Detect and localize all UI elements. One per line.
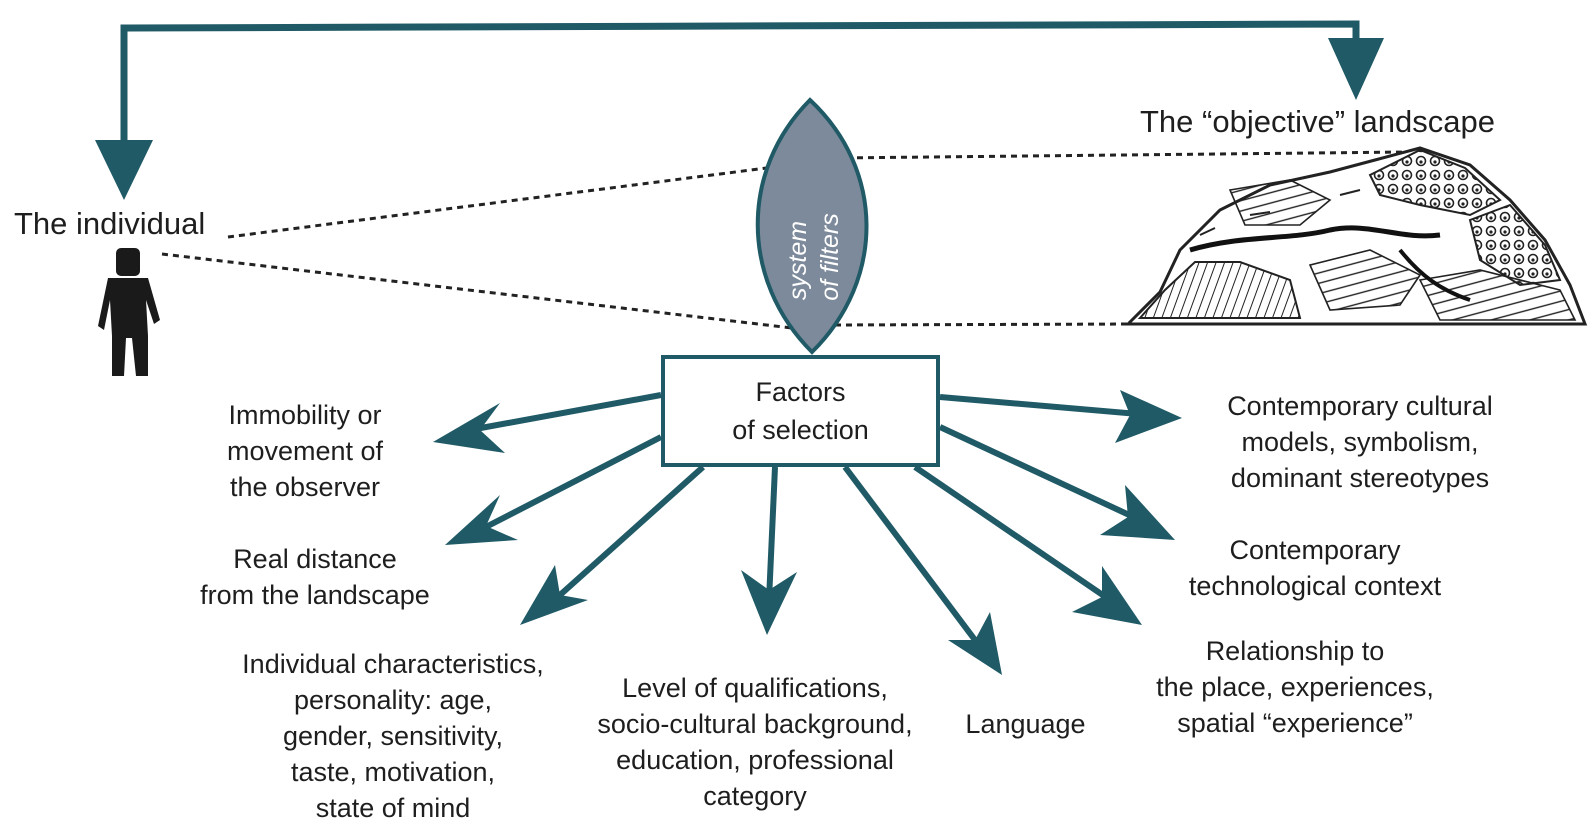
factor-individual-characteristics: Individual characteristics, personality:…: [242, 649, 544, 823]
feedback-connector: [95, 20, 1384, 200]
arrow-relationship-place: [913, 464, 1142, 625]
factor-real-distance: Real distance from the landscape: [200, 544, 430, 610]
factors-of-selection-label: Factors of selection: [732, 377, 869, 445]
sight-lines: [161, 150, 1409, 330]
arrow-real-distance: [445, 434, 663, 545]
arrow-immobility: [433, 392, 662, 453]
factor-immobility: Immobility or movement of the observer: [226, 400, 384, 502]
arrowhead-to-individual: [95, 140, 153, 200]
arrow-qualifications: [741, 466, 797, 635]
filter-lens: [755, 97, 869, 355]
factor-technological-context: Contemporary technological context: [1188, 535, 1442, 601]
factor-qualifications: Level of qualifications, socio-cultural …: [597, 673, 913, 811]
filter-lens-label: system of filters: [784, 213, 844, 301]
arrow-individual-characteristics: [520, 464, 706, 625]
individual-label: The individual: [14, 206, 206, 241]
factors-of-selection-box: Factors of selection: [661, 355, 940, 467]
factor-language: Language: [965, 709, 1086, 739]
person-icon: [98, 248, 160, 376]
arrow-cultural-models: [939, 390, 1182, 443]
factor-arrows: [433, 390, 1182, 675]
arrow-technological-context: [938, 424, 1175, 540]
factor-cultural-models: Contemporary cultural models, symbolism,…: [1227, 391, 1493, 493]
filter-lens-line: system: [784, 221, 812, 300]
arrowhead-to-landscape: [1328, 38, 1384, 100]
filter-lens-line: of filters: [816, 213, 844, 301]
factor-relationship-place: Relationship to the place, experiences, …: [1156, 636, 1434, 738]
arrow-language: [842, 465, 1002, 675]
landscape-illustration: [1124, 146, 1588, 326]
landscape-label: The “objective” landscape: [1140, 104, 1495, 139]
